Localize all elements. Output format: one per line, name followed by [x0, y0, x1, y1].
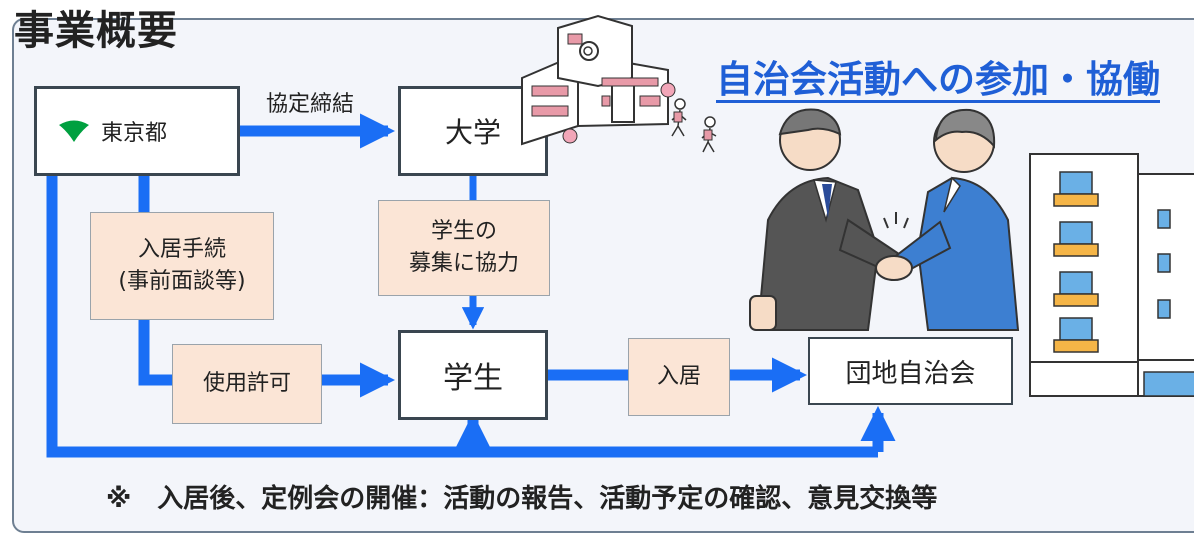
page-title: 事業概要	[14, 8, 178, 54]
recruitment-box: 学生の 募集に協力	[378, 200, 550, 296]
walking-students-icon	[671, 98, 717, 153]
node-student: 学生	[398, 330, 548, 420]
tokyo-bottom-line	[46, 174, 878, 458]
footnote: ※ 入居後、定例会の開催：活動の報告、活動予定の確認、意見交換等	[106, 484, 938, 514]
move-in-box: 入居	[628, 338, 730, 416]
recruitment-label: 学生の 募集に協力	[408, 219, 519, 276]
node-association-label: 団地自治会	[845, 358, 976, 389]
use-permission-box: 使用許可	[172, 344, 322, 424]
banner-title: 自治会活動への参加・協働	[716, 58, 1160, 103]
agreement-label: 協定締結	[266, 92, 355, 117]
school-building-illustration	[521, 14, 676, 146]
node-tokyo: 東京都	[34, 86, 240, 176]
node-university-label: 大学	[444, 116, 501, 149]
move-in-procedure-box: 入居手続 (事前面談等)	[90, 212, 274, 320]
node-student-label: 学生	[443, 361, 503, 396]
use-permission-label: 使用許可	[202, 371, 291, 397]
move-in-label: 入居	[656, 364, 701, 390]
apartment-building-illustration	[1029, 153, 1194, 397]
node-association: 団地自治会	[808, 337, 1013, 405]
node-tokyo-label: 東京都	[101, 121, 168, 146]
move-in-procedure-label: 入居手続 (事前面談等)	[118, 237, 246, 294]
handshake-illustration	[749, 108, 1020, 331]
tokyo-logo-icon	[59, 120, 89, 142]
